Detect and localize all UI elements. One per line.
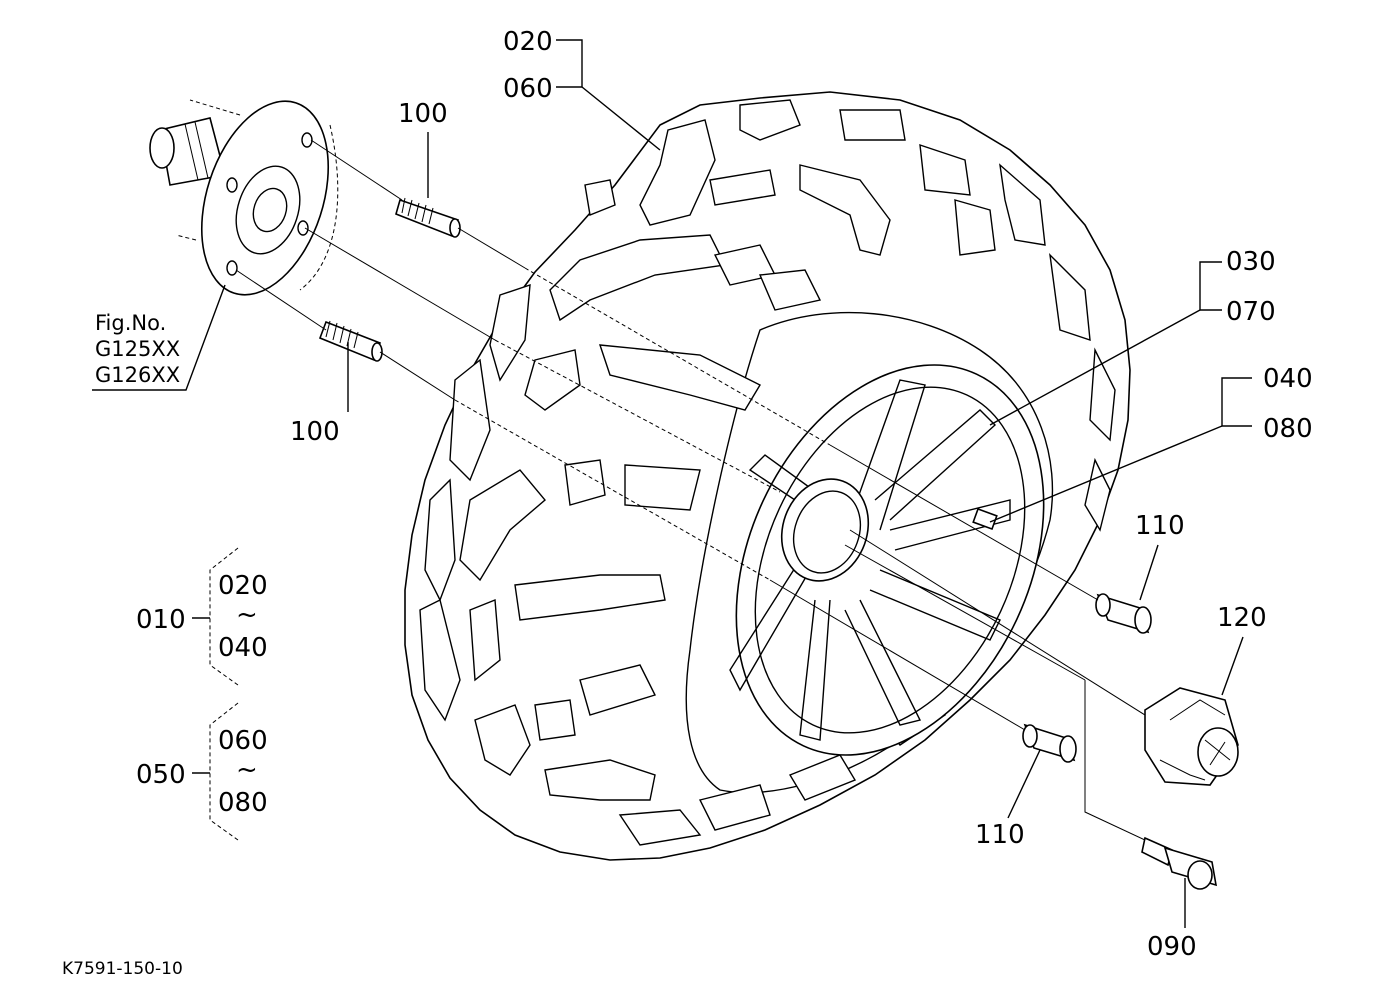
fig-ref-g126xx: G126XX — [95, 363, 180, 387]
assembly-050-number: 050 — [136, 760, 186, 790]
assembly-010-number: 010 — [136, 605, 186, 635]
callout-080: 080 — [1263, 414, 1313, 444]
callout-110-bottom: 110 — [975, 820, 1025, 850]
center-cap — [1144, 687, 1239, 786]
fig-no-label: Fig.No. — [95, 311, 166, 335]
assembly-010-from: 020 — [218, 571, 268, 601]
rim-inner-ring — [754, 386, 1026, 734]
assembly-050-to: 080 — [218, 788, 268, 818]
valve-part — [1141, 836, 1218, 890]
assembly-050-from: 060 — [218, 726, 268, 756]
callout-100-bottom: 100 — [290, 417, 340, 447]
rim-spokes — [729, 379, 1011, 741]
lug-nut-right — [1095, 593, 1152, 634]
assembly-010: 010 020 ~ 040 — [136, 547, 268, 686]
drawing-code: K7591-150-10 — [62, 959, 183, 979]
callout-120: 120 — [1217, 603, 1267, 633]
callout-040: 040 — [1263, 364, 1313, 394]
hub-axle — [149, 99, 339, 296]
callout-100-top: 100 — [398, 99, 448, 129]
valve-stem — [972, 507, 998, 531]
fig-ref-g125xx: G125XX — [95, 337, 180, 361]
wheel-stud-upper — [395, 197, 461, 238]
assembly-010-tilde: ~ — [236, 600, 258, 630]
lug-nut-bottom — [1022, 723, 1077, 763]
callout-labels: 020 060 100 100 030 070 040 080 110 110 … — [290, 27, 1313, 962]
wheel-stud-lower — [318, 320, 383, 362]
wheel-rim — [729, 364, 1045, 756]
figure-reference: Fig.No. G125XX G126XX — [95, 311, 180, 387]
assembly-010-to: 040 — [218, 633, 268, 663]
callout-070: 070 — [1226, 297, 1276, 327]
tread-pattern — [419, 99, 1116, 846]
callout-110-right: 110 — [1135, 511, 1185, 541]
hub-flange — [200, 100, 330, 296]
rim-outer — [735, 364, 1045, 756]
callout-020-top: 020 — [503, 27, 553, 57]
assembly-050: 050 060 ~ 080 — [136, 702, 268, 841]
leader-lines — [92, 39, 1252, 928]
callout-030: 030 — [1226, 247, 1276, 277]
callout-060-top: 060 — [503, 74, 553, 104]
callout-090: 090 — [1147, 932, 1197, 962]
assembly-050-tilde: ~ — [236, 755, 258, 785]
assembly-lines — [235, 139, 1146, 841]
rim-hub-bore — [780, 478, 870, 582]
